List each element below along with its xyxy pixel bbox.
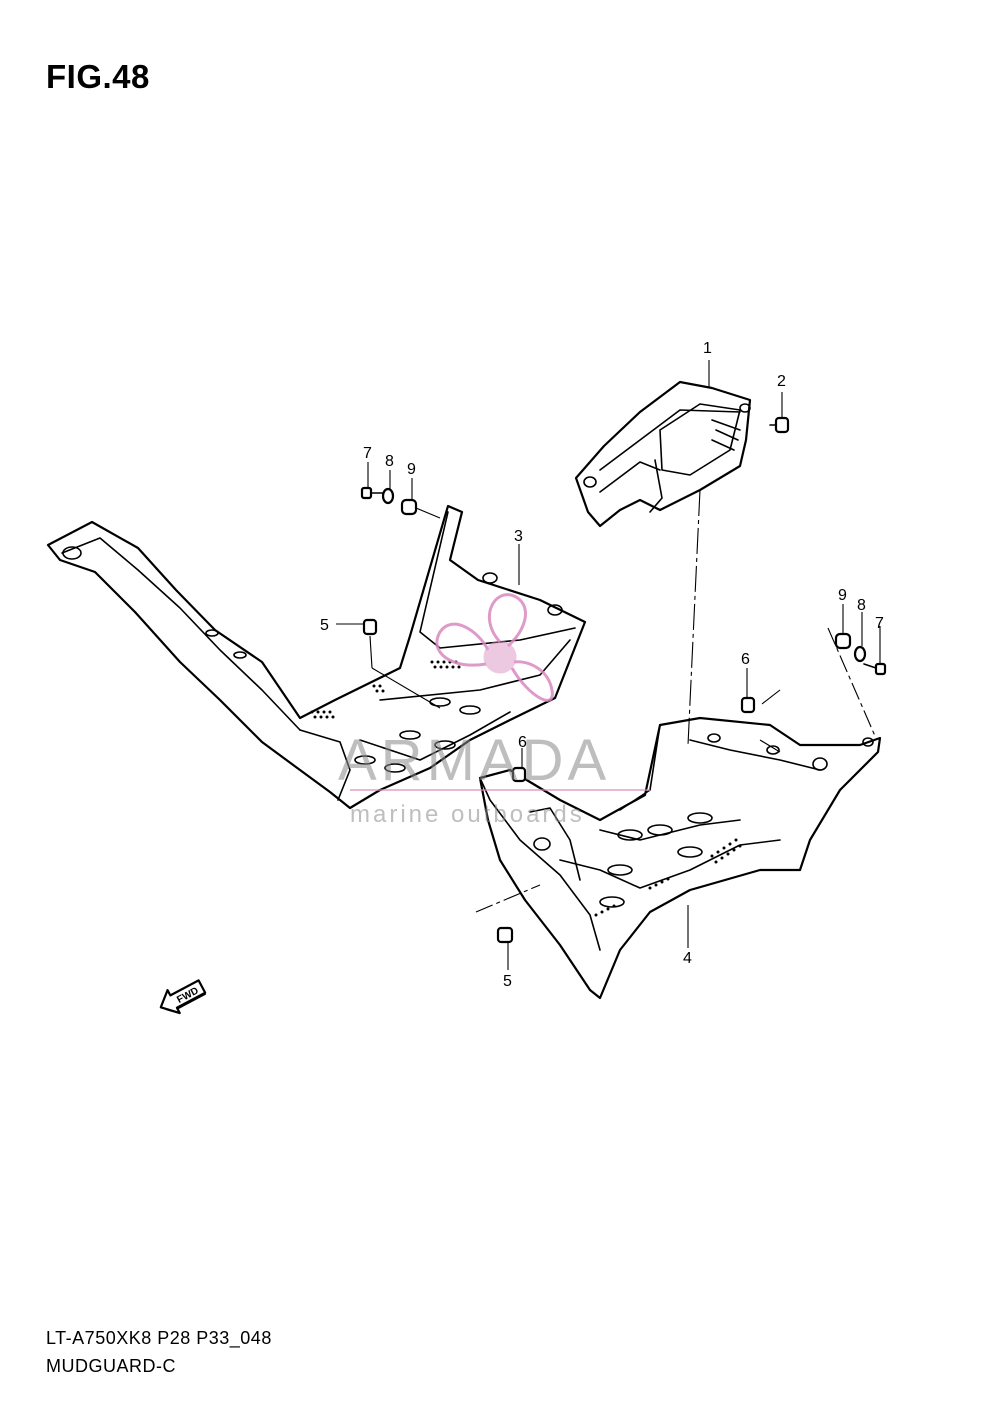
section-name: MUDGUARD-C	[46, 1356, 176, 1376]
callout-7-right: 7	[875, 615, 884, 632]
right-dot-grid	[594, 838, 742, 917]
callout-9-right: 9	[838, 587, 847, 604]
callout-7-left: 7	[363, 445, 372, 462]
bolt-6-center	[511, 766, 527, 783]
model-code: LT-A750XK8 P28 P33_048	[46, 1328, 272, 1348]
callout-2: 2	[777, 373, 786, 390]
figure-title: FIG.48	[46, 58, 150, 95]
washer-8-right	[853, 645, 867, 663]
callout-8-right: 8	[857, 597, 866, 614]
bolt-5-left	[362, 618, 378, 636]
watermark-tagline: marine outboards	[350, 801, 585, 828]
callout-5-left: 5	[320, 617, 329, 634]
cover-part	[574, 380, 752, 528]
forward-arrow-icon: FWD	[159, 979, 207, 1015]
bolt-2	[769, 416, 790, 434]
callout-6-center: 6	[518, 734, 527, 751]
callout-6-right: 6	[741, 651, 750, 668]
grommet-9-right	[834, 632, 852, 650]
watermark-brand: ARMADA	[338, 728, 610, 793]
callout-8-left: 8	[385, 453, 394, 470]
washer-8-left	[381, 487, 395, 505]
bolt-7-left	[360, 486, 385, 500]
callout-1: 1	[703, 340, 712, 357]
bolt-7-right	[863, 662, 887, 676]
grommet-9-left	[400, 498, 418, 516]
watermark: ARMADA marine outboards	[338, 593, 650, 828]
callout-4: 4	[683, 950, 692, 967]
callout-5-lower: 5	[503, 973, 512, 990]
bolt-6-right	[740, 696, 756, 714]
callout-3: 3	[514, 528, 523, 545]
left-mudguard-part	[46, 504, 587, 810]
propeller-logo-icon	[435, 593, 554, 702]
callout-9-left: 9	[407, 461, 416, 478]
right-mudguard-part	[478, 716, 882, 1000]
leader-lines	[336, 360, 881, 970]
bolt-5-lower	[496, 926, 514, 944]
